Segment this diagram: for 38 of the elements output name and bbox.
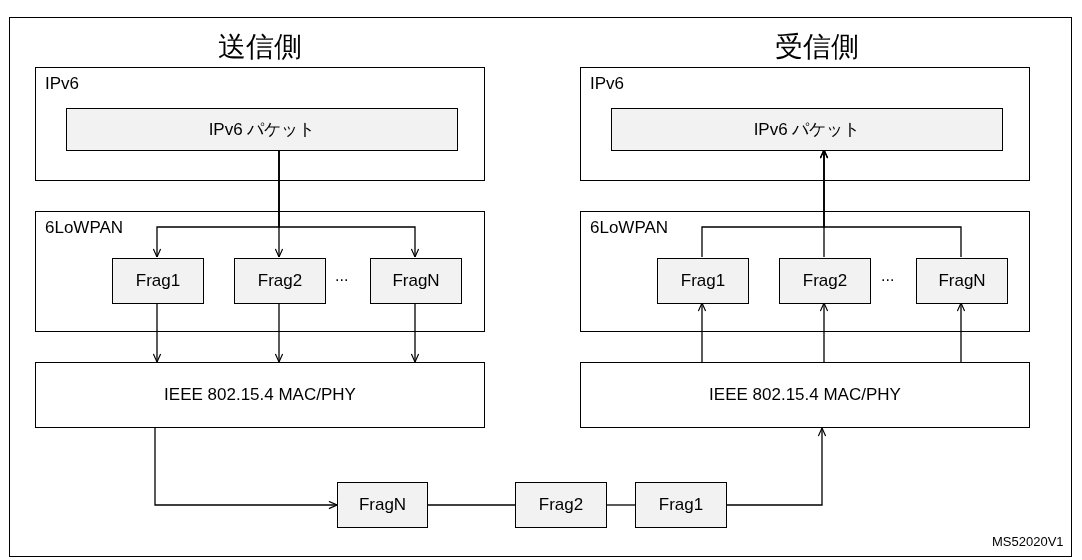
arrow [726,427,827,506]
fragment-box: Frag1 [635,482,727,528]
arrow [274,302,284,363]
layer-name: IPv6 [45,74,80,94]
arrow [819,302,829,363]
layer-name: 6LoWPAN [45,218,124,238]
layer-box [580,211,1030,332]
connector-line [427,504,516,506]
fragment-box: FragN [916,258,1008,304]
fragment-box: FragN [370,258,462,304]
connector-line [606,504,636,506]
ellipsis: ... [335,267,349,285]
ellipsis: ... [881,267,895,285]
column-heading: 送信側 [218,30,302,64]
layer-name: 6LoWPAN [590,218,669,238]
arrow [154,427,338,510]
arrow [410,302,420,363]
layer-name: IPv6 [590,74,625,94]
fragment-box: Frag1 [657,258,749,304]
fragment-box: Frag2 [779,258,871,304]
layer-box: IEEE 802.15.4 MAC/PHY [35,362,485,428]
figure-id: MS52020V1 [992,534,1064,549]
arrow [152,302,162,363]
column-heading: 受信側 [775,30,859,64]
packet-box: IPv6 パケット [66,108,458,151]
fragment-box: Frag2 [234,258,326,304]
arrow [956,302,966,363]
layer-box: IEEE 802.15.4 MAC/PHY [580,362,1030,428]
fragment-box: Frag2 [515,482,607,528]
packet-box: IPv6 パケット [611,108,1003,151]
arrow [278,149,420,258]
layer-box [580,67,1030,181]
arrow [697,302,707,363]
layer-box [35,67,485,181]
arrow [819,149,962,258]
layer-box [35,211,485,332]
fragment-box: FragN [337,482,428,528]
fragment-box: Frag1 [112,258,204,304]
